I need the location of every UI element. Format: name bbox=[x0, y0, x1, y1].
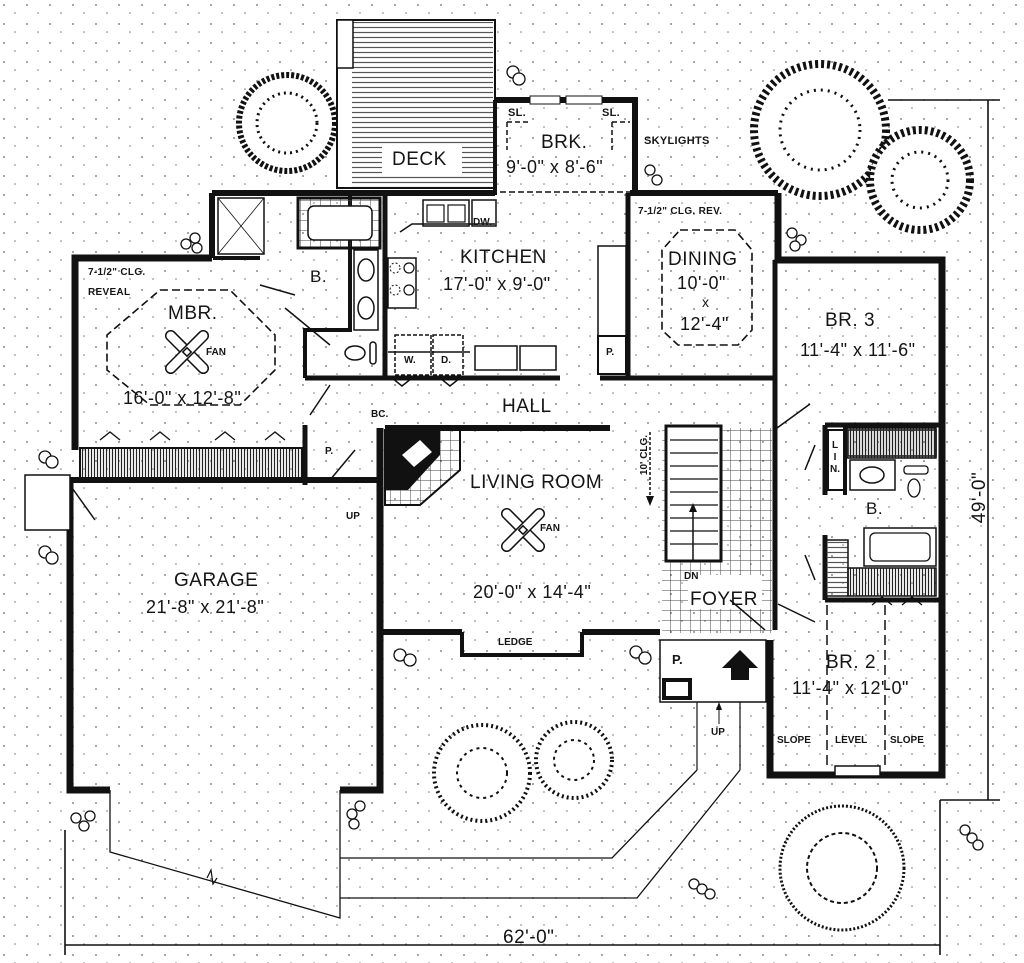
dining-ceiling-note: 7-1/2" CLG. REV. bbox=[638, 206, 723, 217]
garage-size: 21'-8" x 21'-8" bbox=[146, 597, 265, 617]
porch-up-label: UP bbox=[711, 727, 725, 738]
dining-ceiling-reveal bbox=[661, 229, 753, 346]
interior-walls bbox=[213, 193, 942, 632]
master-bath-label: B. bbox=[310, 267, 328, 286]
hall-bath-label: B. bbox=[866, 499, 884, 518]
stair bbox=[664, 424, 723, 563]
fan-icon bbox=[164, 329, 546, 553]
bedroom-2-level: LEVEL bbox=[835, 735, 868, 746]
kitchen-fixtures bbox=[387, 199, 629, 376]
bedroom-2-slope-right: SLOPE bbox=[890, 735, 924, 746]
breakfast-skylight-left: SL. bbox=[508, 107, 527, 119]
bedroom-3-size: 11'-4" x 11'-6" bbox=[800, 340, 916, 360]
kitchen-size: 17'-0" x 9'-0" bbox=[443, 274, 551, 294]
exterior-walls bbox=[66, 190, 946, 794]
porch bbox=[659, 639, 767, 770]
dimension-lines bbox=[64, 99, 1000, 955]
kitchen-pantry-label: P. bbox=[606, 347, 615, 358]
overall-width-dimension: 62'-0" bbox=[503, 927, 555, 948]
entry-arrow-icon bbox=[722, 650, 758, 680]
breakfast-bay bbox=[493, 95, 638, 195]
bedroom-2-label: BR. 2 bbox=[826, 652, 877, 673]
breakfast-label: BRK. bbox=[541, 132, 588, 153]
porch-planter-label: P. bbox=[672, 652, 683, 667]
driveway bbox=[109, 769, 741, 919]
skylights-note: SKYLIGHTS bbox=[644, 135, 710, 147]
living-fan-label: FAN bbox=[540, 523, 560, 534]
washer-label: W. bbox=[404, 355, 416, 366]
stair-down-label: DN bbox=[684, 571, 699, 582]
dryer-label: D. bbox=[441, 355, 451, 366]
linen-label: L I N. bbox=[830, 440, 840, 475]
hall-up-label: UP bbox=[346, 511, 360, 522]
mbr-label: MBR. bbox=[168, 303, 218, 324]
bedroom-2-size: 11'-4" x 12'-0" bbox=[792, 678, 909, 698]
dining-label: DINING bbox=[668, 249, 738, 270]
bedroom-2-slope-left: SLOPE bbox=[777, 735, 811, 746]
bedroom-3-label: BR. 3 bbox=[825, 310, 876, 331]
dishwasher-label: DW. bbox=[473, 217, 492, 228]
foyer-label: FOYER bbox=[690, 589, 758, 610]
mbr-ceiling-note-2: REVEAL bbox=[88, 287, 131, 298]
hall-bath-fixtures bbox=[825, 427, 937, 597]
mbr-fan-label: FAN bbox=[206, 347, 226, 358]
master-bath-fixtures bbox=[217, 196, 382, 365]
mbr-ceiling-note-1: 7-1/2" CLG. bbox=[88, 267, 146, 278]
breakfast-skylight-right: SL. bbox=[602, 107, 621, 119]
living-ceiling-note: 10' CLG. bbox=[639, 434, 651, 476]
dining-size-width: 10'-0" bbox=[677, 273, 726, 293]
shrub-icon bbox=[38, 65, 984, 900]
deck-label: DECK bbox=[392, 149, 447, 170]
tree-icon bbox=[236, 60, 974, 932]
overall-depth-dimension: 49'-0" bbox=[969, 471, 991, 524]
living-room-size: 20'-0" x 14'-4" bbox=[473, 582, 592, 602]
ledge-label: LEDGE bbox=[498, 637, 533, 648]
mbr-closet bbox=[79, 447, 303, 479]
dining-size-x: x bbox=[702, 294, 710, 310]
deck bbox=[336, 19, 496, 189]
bookcase-label: BC. bbox=[371, 409, 389, 420]
breakfast-size: 9'-0" x 8'-6" bbox=[506, 157, 604, 177]
dining-size-depth: 12'-4" bbox=[680, 314, 729, 334]
door-swings bbox=[69, 284, 816, 631]
mbr-size: 16'-0" x 12'-8" bbox=[123, 388, 242, 408]
garage-label: GARAGE bbox=[174, 570, 259, 591]
mbr-ceiling-reveal bbox=[106, 289, 276, 406]
fireplace bbox=[384, 429, 461, 506]
hall-label: HALL bbox=[502, 396, 552, 417]
living-room-label: LIVING ROOM bbox=[470, 472, 603, 493]
hall-pantry-label: P. bbox=[325, 446, 334, 457]
side-entry-step bbox=[24, 474, 71, 531]
kitchen-label: KITCHEN bbox=[460, 247, 547, 268]
